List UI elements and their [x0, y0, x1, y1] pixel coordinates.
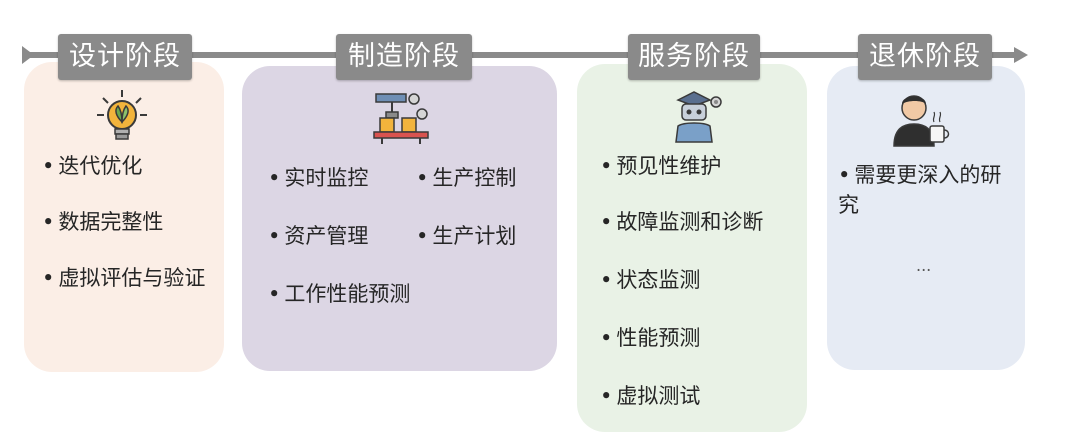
service-stage-title: 服务阶段	[628, 34, 760, 80]
manufacturing-stage-title: 制造阶段	[336, 34, 472, 80]
list-item: •实时监控	[268, 166, 369, 190]
list-item: •虚拟评估与验证	[42, 266, 206, 290]
list-item: •性能预测	[600, 326, 701, 350]
more-ellipsis: ...	[916, 256, 932, 275]
list-item: •虚拟测试	[600, 384, 701, 408]
list-item: •生产控制	[416, 166, 517, 190]
retirement-stage-title: 退休阶段	[858, 34, 992, 80]
design-stage-title: 设计阶段	[58, 34, 192, 80]
list-item: •数据完整性	[42, 210, 164, 234]
robot-engineer-icon	[675, 91, 722, 143]
list-item: •故障监测和诊断	[600, 210, 764, 234]
list-item: •预见性维护	[600, 154, 722, 178]
list-item: •资产管理	[268, 224, 369, 248]
list-item: •迭代优化	[42, 154, 143, 178]
retired-person-coffee-icon	[893, 95, 950, 147]
lightbulb-plant-icon	[97, 90, 147, 140]
retirement-stage-card	[827, 66, 1025, 370]
list-item: •生产计划	[416, 224, 517, 248]
list-item: •工作性能预测	[268, 282, 411, 306]
factory-robot-arm-icon	[373, 93, 429, 144]
list-item: •需要更深入的研究	[838, 163, 1002, 217]
list-item: •状态监测	[600, 268, 701, 292]
manufacturing-stage-card	[242, 66, 557, 371]
